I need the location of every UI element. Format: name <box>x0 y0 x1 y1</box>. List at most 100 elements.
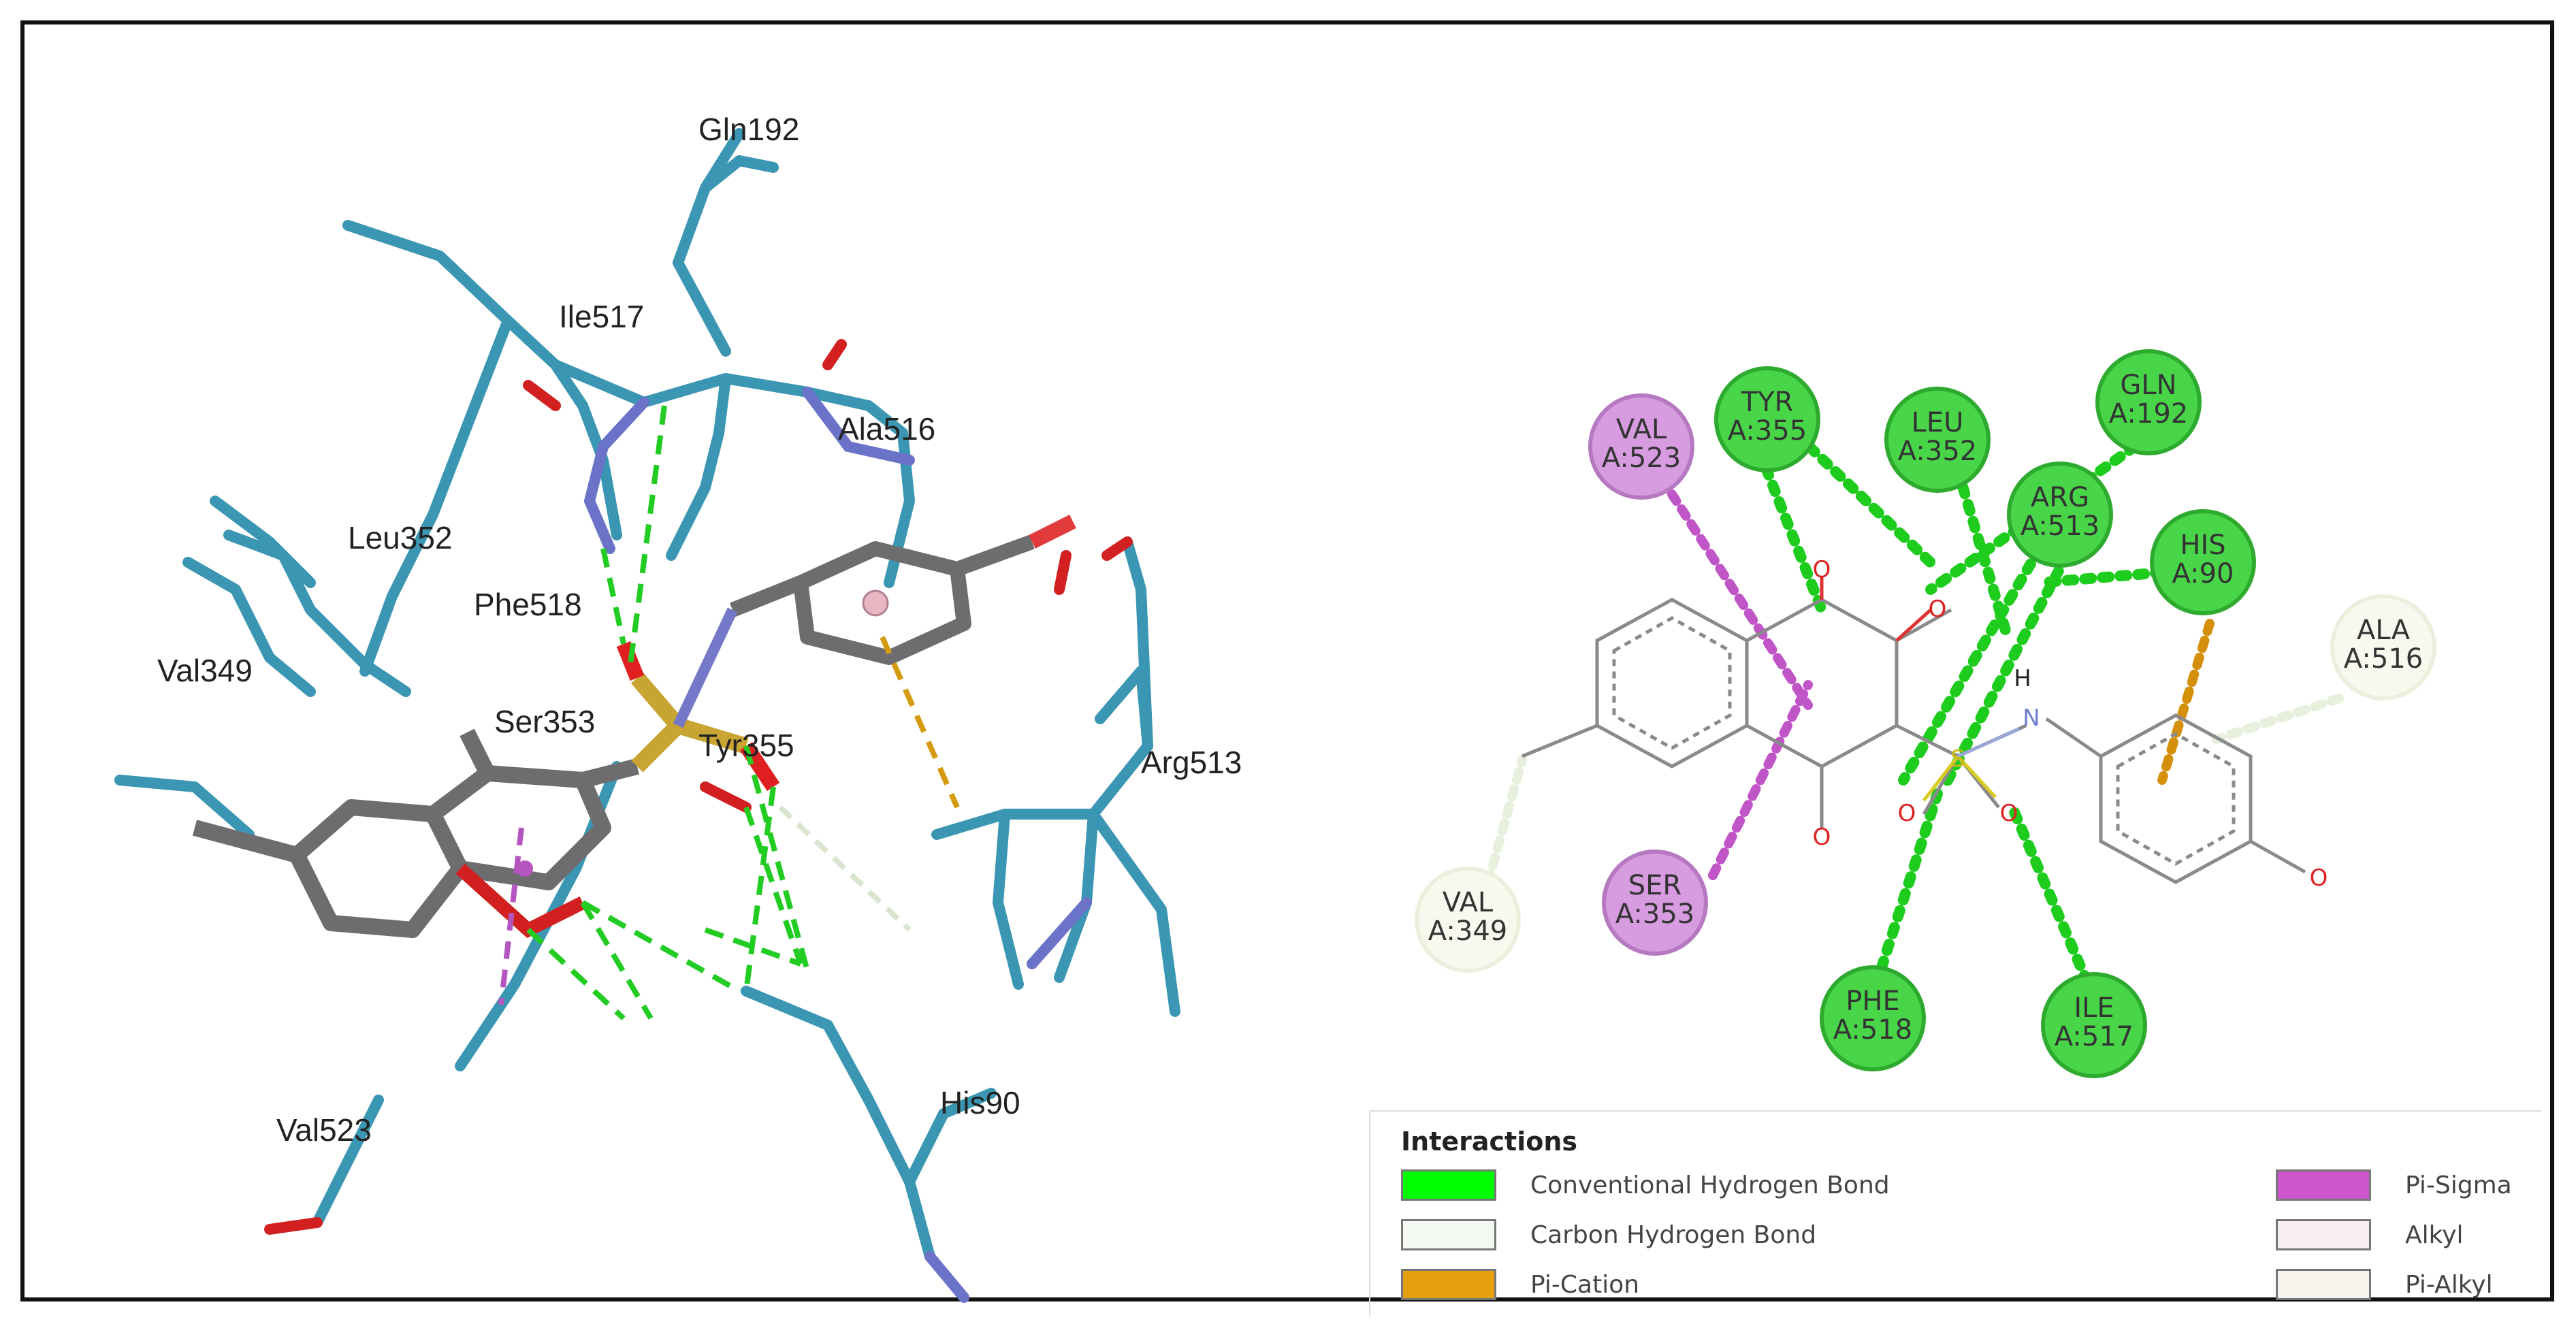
residue-val523: VAL A:523 <box>1588 393 1694 500</box>
label-leu352: Leu352 <box>348 520 453 555</box>
ligand-sulfonyl <box>616 607 780 792</box>
label-val349: Val349 <box>157 653 253 688</box>
residue-arg513: ARG A:513 <box>2007 462 2113 568</box>
residue-leu352: LEU A:352 <box>1884 387 1991 493</box>
residue-ile517: ILE A:517 <box>2041 972 2147 1078</box>
svg-text:A:523: A:523 <box>1602 442 1681 474</box>
atom-nitrogen: N <box>2023 705 2040 732</box>
svg-text:GLN: GLN <box>2120 370 2176 401</box>
pisigma-val523 <box>1667 489 1813 710</box>
svg-text:ILE: ILE <box>2074 992 2114 1024</box>
ligand-coumarin-core <box>192 728 639 938</box>
structure-3d-panel: Gln192 Ile517 Ala516 Leu352 Phe518 Val34… <box>114 112 1242 1303</box>
svg-text:SER: SER <box>1628 870 1681 901</box>
svg-text:A:355: A:355 <box>1728 415 1807 447</box>
atom-sulfonyl-oxygen-1: O <box>1898 800 1916 827</box>
legend-label: Carbon Hydrogen Bond <box>1530 1220 1817 1249</box>
label-phe518: Phe518 <box>474 587 582 622</box>
legend-label: Conventional Hydrogen Bond <box>1530 1171 1890 1199</box>
ligand-2d-skeleton <box>1522 598 2306 884</box>
svg-text:A:349: A:349 <box>1428 916 1507 947</box>
legend-item-pi-sigma: Pi-Sigma <box>2276 1169 2512 1201</box>
legend-label: Pi-Cation <box>1530 1270 1640 1299</box>
atom-ring-oxygen: O <box>1813 556 1831 583</box>
svg-text:A:353: A:353 <box>1615 899 1694 930</box>
pication-his90 <box>2157 619 2215 785</box>
residue-labels-3d: Gln192 Ile517 Ala516 Leu352 Phe518 Val34… <box>157 112 1242 1148</box>
chbond-val349 <box>1483 755 1527 887</box>
svg-text:ALA: ALA <box>2357 615 2411 646</box>
svg-text:TYR: TYR <box>1741 387 1794 418</box>
legend-swatch <box>2276 1269 2371 1300</box>
svg-text:VAL: VAL <box>1443 887 1494 918</box>
figure-canvas: Gln192 Ile517 Ala516 Leu352 Phe518 Val34… <box>114 112 2436 1303</box>
legend-item-pi-alkyl: Pi-Alkyl <box>2276 1269 2493 1300</box>
pi-cation-dashes-3d <box>880 636 960 809</box>
legend-swatch <box>2276 1169 2371 1201</box>
protein-oxygen-sticks <box>264 339 1133 1235</box>
svg-text:A:516: A:516 <box>2344 643 2423 675</box>
hbond-his90 <box>2034 567 2168 588</box>
atom-amine-hydrogen: H <box>2014 665 2031 692</box>
svg-text:PHE: PHE <box>1846 986 1899 1017</box>
svg-text:A:517: A:517 <box>2055 1021 2134 1052</box>
svg-text:A:352: A:352 <box>1898 436 1977 467</box>
hbond-arg513-b <box>1939 550 2072 792</box>
protein-nitrogen-sticks <box>583 387 1092 1303</box>
label-ile517: Ile517 <box>559 299 644 334</box>
hbond-phe518 <box>1871 788 1943 990</box>
residue-phe518: PHE A:518 <box>1820 965 1926 1071</box>
carbon-hbond-dashes-3d <box>778 805 912 932</box>
label-ala516: Ala516 <box>838 411 935 447</box>
legend-swatch <box>1401 1169 1496 1201</box>
atom-phenol-oxygen: O <box>2310 864 2328 892</box>
figure-frame: Gln192 Ile517 Ala516 Leu352 Phe518 Val34… <box>20 20 2554 1316</box>
svg-text:A:192: A:192 <box>2109 398 2188 430</box>
atom-carbonyl-oxygen: O <box>1929 596 1947 623</box>
residue-val349: VAL A:349 <box>1415 867 1521 973</box>
legend-swatch <box>1401 1219 1496 1250</box>
svg-text:A:90: A:90 <box>2172 558 2234 589</box>
chbond-ala516 <box>2212 694 2344 744</box>
residue-ser353: SER A:353 <box>1602 850 1708 956</box>
legend-title: Interactions <box>1401 1127 1578 1157</box>
ligand-2d-atom-labels: O O O H N S O O O <box>1813 556 2328 892</box>
phenol-oxygen-stick <box>1029 515 1076 549</box>
residue-ala516: ALA A:516 <box>2330 594 2436 700</box>
svg-text:HIS: HIS <box>2180 530 2225 561</box>
label-his90: His90 <box>940 1085 1020 1120</box>
svg-text:ARG: ARG <box>2031 482 2089 513</box>
legend-item-alkyl: Alkyl <box>2276 1219 2464 1250</box>
svg-text:VAL: VAL <box>1616 414 1667 445</box>
residue-his90: HIS A:90 <box>2150 509 2256 615</box>
legend-item-carbon-hydrogen-bond: Carbon Hydrogen Bond <box>1401 1219 1816 1250</box>
residue-gln192: GLN A:192 <box>2095 349 2202 455</box>
legend-item-pi-cation: Pi-Cation <box>1401 1269 1639 1300</box>
protein-backbone-sticks <box>114 128 1180 1262</box>
svg-text:A:518: A:518 <box>1833 1014 1912 1046</box>
label-val523: Val523 <box>276 1112 372 1148</box>
pisigma-ser353 <box>1708 680 1813 880</box>
residue-discs-2d: VAL A:523 TYR A:355 LEU A:352 GLN A:192 … <box>1415 349 2436 1078</box>
legend-label: Alkyl <box>2405 1220 2464 1249</box>
pi-sigma-dashes-3d <box>498 827 533 1005</box>
hbond-ile517 <box>2007 802 2099 1003</box>
legend-swatch <box>2276 1219 2371 1250</box>
label-ser353: Ser353 <box>494 704 595 739</box>
hydrogen-bond-dashes-3d <box>526 405 810 1020</box>
legend-item-conventional-hydrogen-bond: Conventional Hydrogen Bond <box>1401 1169 1890 1201</box>
residue-tyr355: TYR A:355 <box>1714 366 1820 472</box>
label-gln192: Gln192 <box>698 112 799 147</box>
label-tyr355: Tyr355 <box>698 728 794 763</box>
ring-centroid-marker <box>862 589 889 617</box>
interactions-legend: Interactions Conventional Hydrogen Bond … <box>1369 1110 2541 1316</box>
atom-keto-oxygen: O <box>1813 824 1831 851</box>
legend-label: Pi-Sigma <box>2405 1171 2512 1199</box>
interaction-diagram-2d: O O O H N S O O O VAL A:523 TYR A:355 <box>1415 349 2436 1078</box>
svg-text:LEU: LEU <box>1912 407 1964 438</box>
atom-sulfur: S <box>1950 745 1965 773</box>
ligand-phenol-ring <box>729 534 1035 665</box>
legend-swatch <box>1401 1269 1496 1300</box>
label-arg513: Arg513 <box>1141 745 1242 780</box>
svg-text:A:513: A:513 <box>2020 511 2099 542</box>
